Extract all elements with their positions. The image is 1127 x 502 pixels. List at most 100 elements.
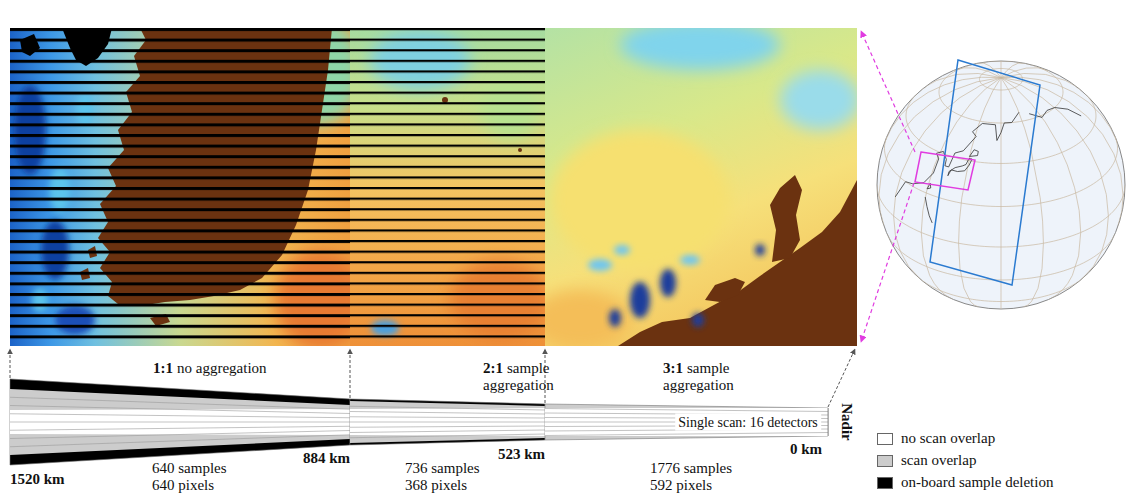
detector-lines — [10, 414, 350, 418]
distance-label: 0 km — [790, 441, 822, 457]
count-caption: 736 samples368 pixels — [405, 460, 480, 494]
detector-lines — [545, 433, 828, 436]
count-caption: 640 samples640 pixels — [152, 460, 227, 494]
satellite-image — [614, 245, 630, 255]
satellite-image — [660, 269, 676, 297]
detector-lines — [350, 426, 545, 427]
satellite-image — [609, 309, 621, 327]
legend-swatch — [877, 433, 893, 445]
legend-row: scan overlap — [877, 452, 976, 469]
satellite-image — [350, 28, 545, 346]
aggregation-caption: 1:1no aggregation — [153, 360, 267, 377]
distance-label: 523 km — [498, 446, 545, 462]
satellite-image — [10, 28, 350, 346]
legend-text: no scan overlap — [901, 430, 995, 447]
satellite-image — [10, 28, 350, 346]
section-pointer — [10, 349, 11, 378]
satellite-image — [550, 130, 730, 270]
globe — [877, 60, 1125, 309]
sample-count: 736 samples — [405, 460, 480, 477]
distance-caption: 0 km — [790, 441, 822, 458]
detector-lines — [350, 406, 545, 410]
ratio-label: 3:1 — [663, 360, 683, 376]
satellite-image — [755, 244, 765, 256]
satellite-image — [10, 28, 350, 346]
satellite-image — [692, 313, 704, 327]
detector-lines — [350, 412, 545, 415]
section-pointer — [545, 349, 546, 403]
satellite-image — [350, 28, 545, 346]
satellite-image — [350, 28, 545, 346]
aggregation-label: no aggregation — [177, 360, 267, 376]
detector-lines — [350, 417, 545, 418]
ratio-label: 1:1 — [153, 360, 173, 376]
satellite-image — [545, 290, 630, 346]
section-pointer — [828, 349, 855, 407]
scan-diagram — [10, 409, 350, 435]
globe-coastline — [895, 108, 1081, 223]
satellite-image — [770, 175, 802, 262]
detector-lines — [10, 426, 350, 430]
scan-caption: Single scan: 16 detectors — [675, 414, 821, 431]
section-pointer — [10, 349, 855, 407]
detector-lines — [10, 435, 350, 447]
coastline — [895, 108, 1081, 223]
detector-lines — [350, 434, 545, 438]
detector-lines — [10, 397, 828, 447]
zoom-leader — [861, 183, 914, 342]
count-caption: 1776 samples592 pixels — [650, 460, 732, 494]
pixel-count: 592 pixels — [650, 477, 732, 494]
detector-lines — [545, 409, 828, 412]
satellite-image — [588, 259, 612, 271]
satellite-image — [618, 180, 857, 346]
satellite-image — [545, 28, 857, 346]
nadir-label: Nadir — [839, 403, 855, 441]
sample-count: 1776 samples — [650, 460, 732, 477]
region-box — [915, 152, 975, 190]
legend-swatch — [877, 477, 893, 489]
scan-diagram — [545, 408, 828, 436]
satellite-image — [680, 255, 700, 265]
sample-count: 640 samples — [152, 460, 227, 477]
detector-lines — [10, 431, 350, 439]
section-pointer — [350, 349, 351, 398]
ratio-label: 2:1 — [483, 360, 503, 376]
distance-caption: 523 km — [498, 446, 545, 463]
scan-diagram — [828, 408, 829, 436]
scan-diagram — [350, 399, 545, 445]
legend-text: on-board sample deletion — [901, 474, 1053, 491]
scan-label: Single scan: 16 detectors — [678, 415, 818, 430]
granule-box — [930, 60, 1040, 285]
legend-row: no scan overlap — [877, 430, 995, 447]
graticule — [877, 61, 1125, 309]
satellite-image — [705, 278, 745, 302]
legend-text: scan overlap — [901, 452, 976, 469]
globe — [877, 61, 1125, 309]
aggregation-caption: 2:1sample aggregation — [483, 360, 583, 394]
nadir-caption: Nadir — [838, 403, 855, 441]
pixel-count: 640 pixels — [152, 477, 227, 494]
globe-graticule — [877, 61, 1125, 309]
satellite-image — [630, 282, 650, 318]
detector-lines — [350, 430, 545, 433]
detector-lines — [10, 406, 350, 414]
scan-diagram — [545, 404, 828, 440]
aggregation-caption: 3:1sample aggregation — [663, 360, 763, 394]
scan-diagram — [10, 389, 350, 455]
legend-swatch — [877, 455, 893, 467]
distance-label: 1520 km — [10, 471, 65, 487]
detector-lines — [10, 397, 350, 409]
distance-label: 884 km — [303, 450, 350, 466]
detector-lines — [350, 422, 545, 423]
satellite-image — [780, 70, 857, 130]
distance-caption: 1520 km — [10, 471, 65, 488]
detector-lines — [10, 422, 350, 423]
pixel-count: 368 pixels — [405, 477, 480, 494]
zoom-leader — [861, 31, 915, 342]
satellite-image — [620, 28, 780, 70]
legend-row: on-board sample deletion — [877, 474, 1053, 491]
zoom-leader — [861, 31, 915, 152]
scan-diagram — [10, 379, 350, 465]
